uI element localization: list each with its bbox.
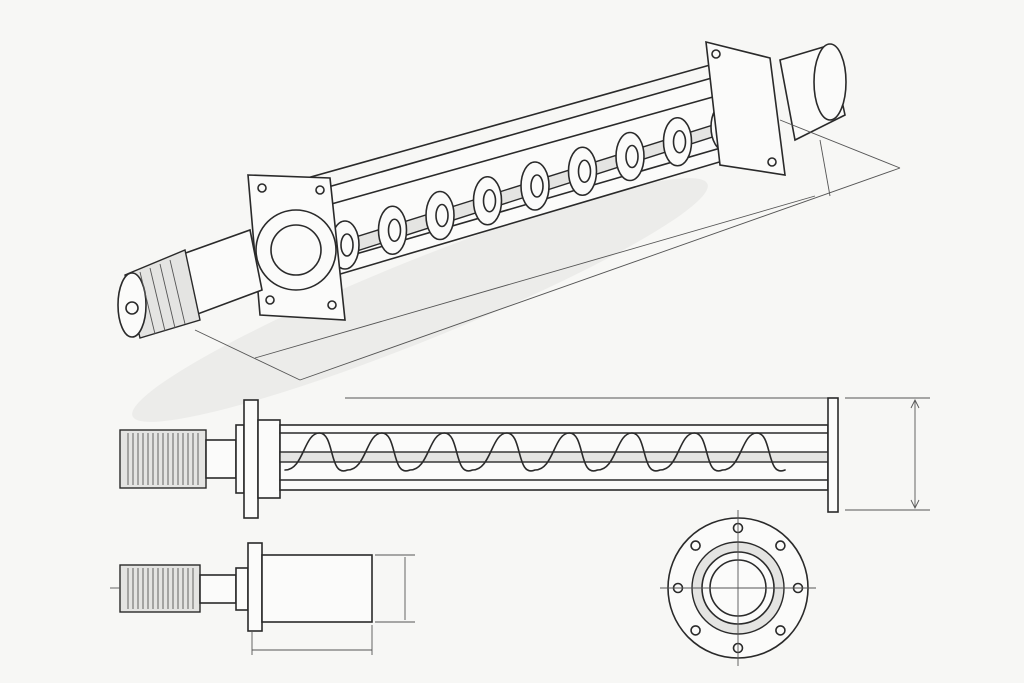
end-view — [660, 510, 816, 666]
bolt-hole — [775, 540, 786, 551]
bolt-hole — [327, 300, 337, 310]
bolt-hole — [775, 625, 786, 636]
side-collar — [235, 424, 245, 494]
short-flange — [247, 542, 263, 632]
screw-flight-disc — [377, 205, 408, 256]
side-coupling — [205, 439, 237, 479]
bolt-hole — [767, 157, 777, 167]
screw-flight-hub — [625, 144, 639, 169]
short-dimensions — [110, 554, 415, 655]
side-height-dimension — [845, 397, 930, 511]
screw-flight-disc — [425, 190, 455, 241]
ground-shadow — [132, 178, 708, 422]
side-bearing — [257, 419, 281, 499]
screw-flights-iso — [330, 102, 740, 270]
short-coupling — [199, 574, 237, 604]
isometric-view — [117, 40, 901, 422]
bolt-hole — [690, 625, 701, 636]
screw-flight-hub — [577, 159, 592, 184]
side-flange — [243, 399, 259, 519]
short-side-view — [110, 542, 415, 655]
screw-flight-disc — [662, 116, 693, 167]
housing-edge-top — [309, 87, 746, 211]
motor-fins — [139, 259, 186, 335]
screw-flight-disc — [472, 175, 503, 226]
screw-flight-disc — [615, 131, 645, 182]
screw-flight-hub — [530, 174, 544, 198]
centerlines — [660, 510, 816, 666]
screw-flight-hub — [387, 218, 402, 243]
screw-flight-hub — [435, 203, 449, 228]
side-motor-fins — [127, 433, 199, 485]
screw-flight-disc — [567, 146, 598, 197]
bolt-hole — [265, 295, 275, 305]
short-collar — [235, 567, 249, 611]
left-bearing-inner — [270, 224, 322, 276]
bolt-hole — [690, 540, 701, 551]
end-cap-face — [813, 43, 847, 121]
bolt-hole — [315, 185, 325, 195]
bolt-hole — [257, 183, 267, 193]
side-end-plate — [827, 397, 839, 513]
screw-flight-disc — [520, 161, 550, 211]
side-shaft — [279, 451, 829, 463]
left-bearing-ring — [255, 209, 337, 291]
right-flange-plate — [705, 40, 786, 176]
screw-flight-hub — [340, 233, 354, 257]
short-motor-fins — [127, 568, 194, 609]
short-housing — [261, 554, 373, 623]
motor-end-face — [117, 272, 147, 338]
dimension-lines-iso — [194, 119, 901, 381]
screw-flight-hub — [482, 188, 497, 213]
bolt-hole — [711, 49, 721, 59]
side-view — [119, 397, 930, 519]
motor-shaft-end — [125, 301, 139, 315]
housing-rod-top — [299, 57, 736, 181]
screw-flight-hub — [672, 129, 687, 154]
side-screw-flight — [284, 432, 786, 472]
